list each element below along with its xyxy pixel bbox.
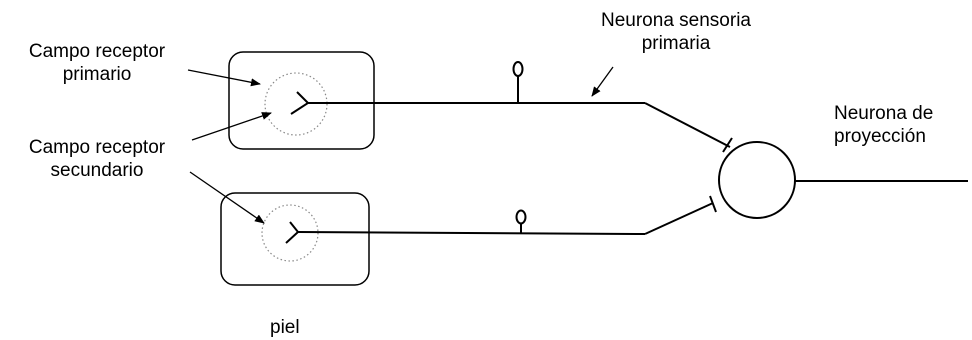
label-piel: piel (270, 316, 300, 339)
label-campo-receptor-secundario: Campo receptor secundario (12, 136, 182, 182)
label-piel-text: piel (270, 317, 300, 338)
label-neurona-sensoria-primaria: Neurona sensoria primaria (588, 9, 764, 55)
label-campo-primario-line1: Campo receptor (28, 41, 166, 62)
axon-terminal-branch-top (644, 102, 731, 148)
synapse-bar-top (722, 137, 733, 153)
receptor-ending-bottom (285, 221, 300, 244)
arrow-campo-secundario-down (189, 171, 265, 224)
projection-neuron-soma (718, 141, 796, 219)
arrow-campo-secundario-up (191, 112, 272, 141)
synapse-bar-bottom (709, 195, 717, 213)
label-neurona-sensoria-line1: Neurona sensoria (601, 10, 751, 31)
skin-patch-top (228, 51, 375, 150)
label-neurona-de-proyeccion: Neurona de proyección (834, 102, 964, 148)
label-campo-secundario-line1: Campo receptor (28, 137, 166, 158)
sensory-neuron-top (290, 61, 733, 153)
sensory-neuron-bottom (285, 195, 717, 244)
arrow-campo-primario (187, 69, 261, 87)
label-neurona-proyeccion-line2: proyección (834, 126, 926, 147)
skin-patch-bottom (220, 192, 370, 286)
axon-bottom (297, 231, 646, 235)
receptor-ending-top (290, 91, 310, 115)
label-campo-receptor-primario: Campo receptor primario (12, 40, 182, 86)
label-neurona-proyeccion-line1: Neurona de (834, 103, 934, 124)
projection-neuron (718, 141, 968, 219)
arrow-neurona-sensoria (591, 66, 614, 97)
cell-body-bottom (515, 209, 527, 225)
label-campo-secundario-line2: secundario (50, 160, 144, 181)
label-neurona-sensoria-line2: primaria (641, 33, 711, 54)
axon-terminal-branch-bottom (644, 202, 714, 235)
label-campo-primario-line2: primario (62, 64, 132, 85)
cell-body-top (512, 61, 524, 77)
